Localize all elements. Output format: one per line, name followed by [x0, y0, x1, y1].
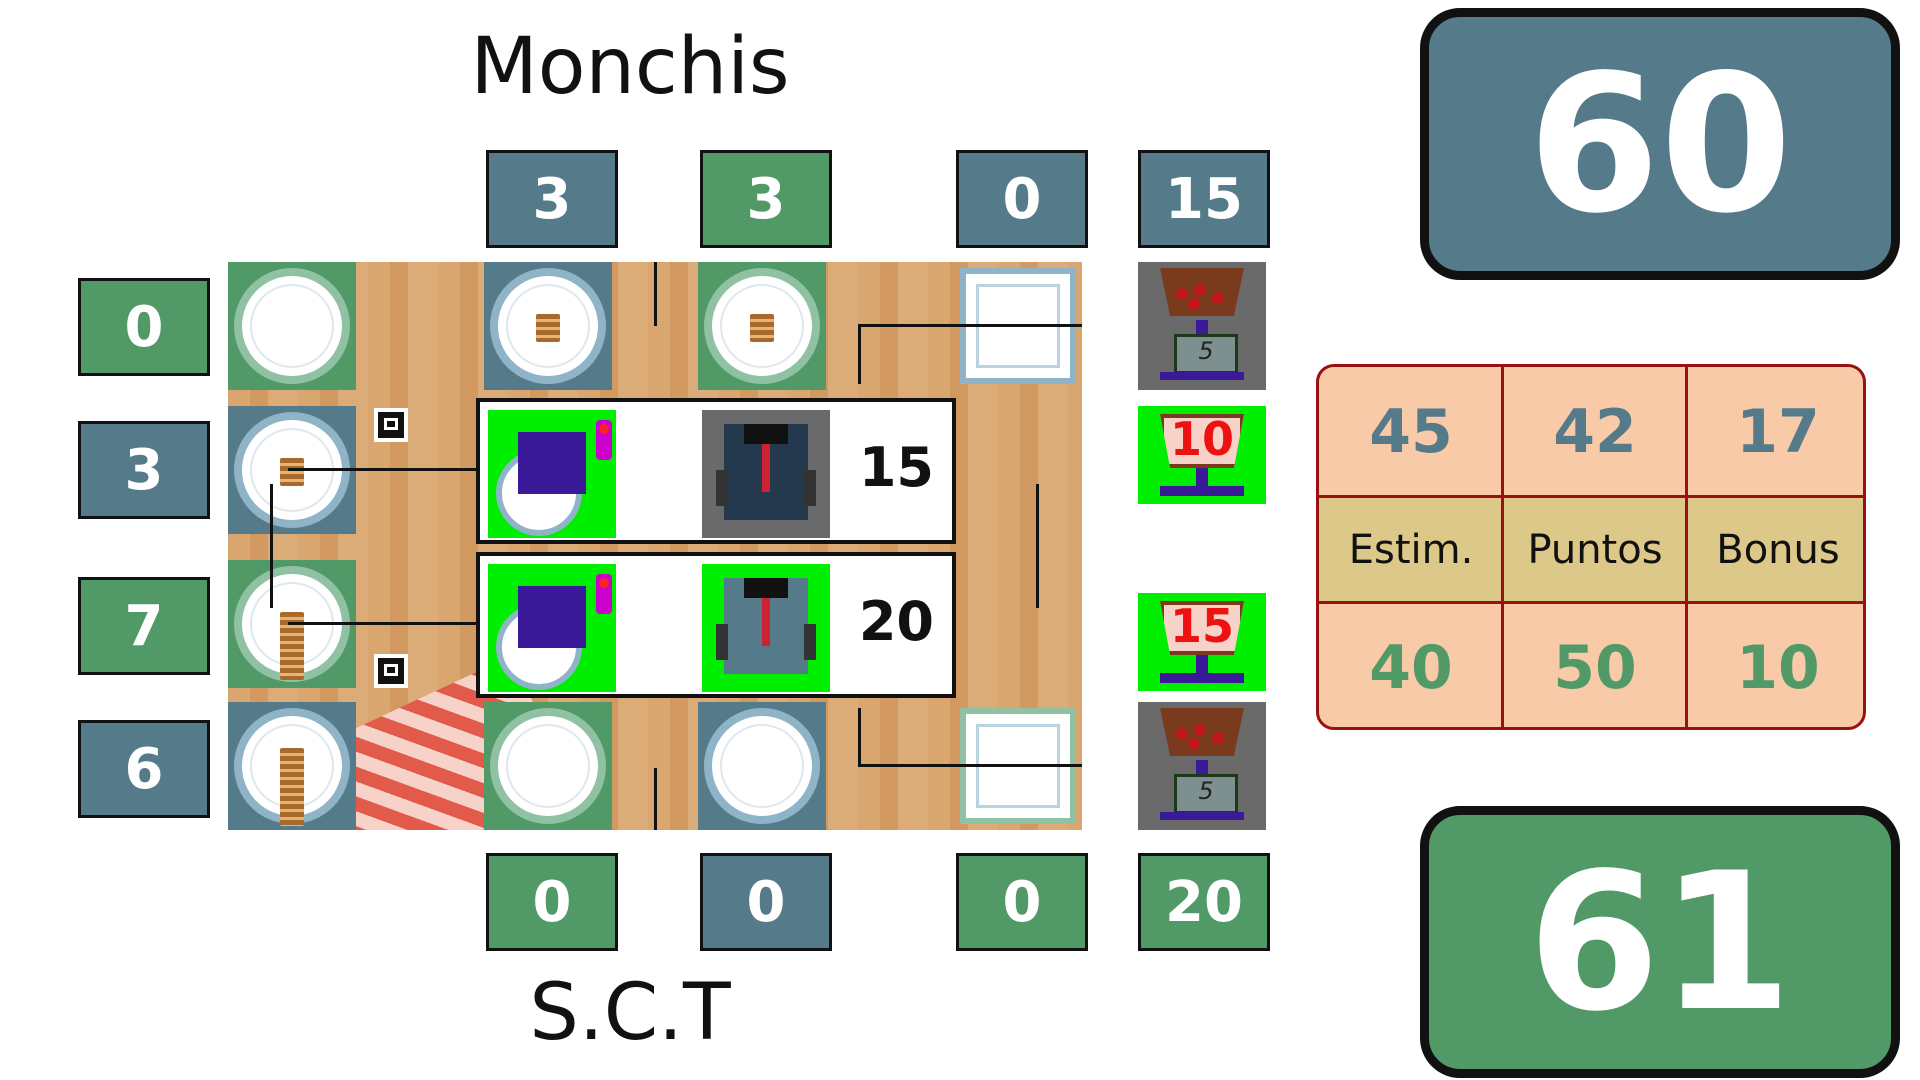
stat-label-bonus: Bonus	[1687, 497, 1863, 603]
plate-icon	[704, 268, 820, 384]
connector-line	[858, 324, 1082, 327]
tile-r4-c3	[698, 702, 826, 830]
stat-bottom-estim: 40	[1369, 633, 1453, 703]
tile-r1-c2	[484, 262, 612, 390]
pancake-stack-icon	[280, 458, 304, 486]
plate-icon	[490, 708, 606, 824]
bottom-score-col-4: 20	[1138, 853, 1270, 951]
weigh-value: 10	[1169, 412, 1234, 466]
left-score-row-2: 3	[78, 421, 210, 519]
stat-top-bonus: 17	[1736, 397, 1820, 467]
top-score-col-1: 3	[486, 150, 618, 248]
weigh-station-bottom: 15	[1138, 593, 1266, 691]
total-score-top: 60	[1420, 8, 1900, 280]
robot-panel-top: 15	[476, 398, 956, 544]
stats-table: 45 42 17 Estim. Puntos Bonus 40 50 10	[1316, 364, 1866, 730]
pancake-stack-icon	[536, 314, 560, 342]
robot-own-icon	[488, 410, 616, 538]
weigh-station-top: 10	[1138, 406, 1266, 504]
pancake-stack-icon	[750, 314, 774, 342]
bin-counter: 5	[1174, 334, 1238, 374]
connector-line	[858, 708, 861, 764]
weigh-value: 15	[1169, 599, 1234, 653]
robot-score: 20	[858, 590, 934, 653]
bin-counter: 5	[1174, 774, 1238, 814]
cherry-bin-top: 5	[1138, 262, 1266, 390]
connector-line	[858, 764, 1082, 767]
team-name-top: Monchis	[470, 22, 790, 112]
tile-r1-c3	[698, 262, 826, 390]
left-score-row-4: 6	[78, 720, 210, 818]
robot-own-icon	[488, 564, 616, 692]
plate-icon	[234, 268, 350, 384]
left-score-row-1: 0	[78, 278, 210, 376]
connector-line	[654, 768, 657, 830]
tile-r4-c1	[228, 702, 356, 830]
bottom-score-col-3: 0	[956, 853, 1088, 951]
tile-r4-c2	[484, 702, 612, 830]
team-name-bottom: S.C.T	[529, 968, 731, 1058]
tile-r1-c1	[228, 262, 356, 390]
cherry-bin-bottom: 5	[1138, 702, 1266, 830]
stat-label-puntos: Puntos	[1503, 497, 1687, 603]
robot-opponent-icon	[702, 564, 830, 692]
stat-label-estim: Estim.	[1319, 497, 1503, 603]
top-score-col-3: 0	[956, 150, 1088, 248]
robot-opponent-icon	[702, 410, 830, 538]
left-score-row-3: 7	[78, 577, 210, 675]
connector-line	[288, 468, 478, 471]
connector-line	[858, 324, 861, 384]
stat-top-puntos: 42	[1553, 397, 1637, 467]
stat-bottom-bonus: 10	[1736, 633, 1820, 703]
pancake-stack-icon	[280, 748, 304, 826]
connector-line	[1036, 484, 1039, 608]
top-score-col-2: 3	[700, 150, 832, 248]
stat-bottom-puntos: 50	[1553, 633, 1637, 703]
total-score-bottom: 61	[1420, 806, 1900, 1078]
bottom-score-col-1: 0	[486, 853, 618, 951]
robot-panel-bottom: 20	[476, 552, 956, 698]
stat-top-estim: 45	[1369, 397, 1453, 467]
plate-icon	[704, 708, 820, 824]
connector-line	[270, 484, 273, 608]
connector-line	[654, 262, 657, 326]
aruco-marker-icon	[374, 408, 408, 442]
connector-line	[288, 622, 478, 625]
bottom-score-col-2: 0	[700, 853, 832, 951]
aruco-marker-icon	[374, 654, 408, 688]
robot-score: 15	[858, 436, 934, 499]
game-board	[228, 262, 1082, 830]
top-score-col-4: 15	[1138, 150, 1270, 248]
